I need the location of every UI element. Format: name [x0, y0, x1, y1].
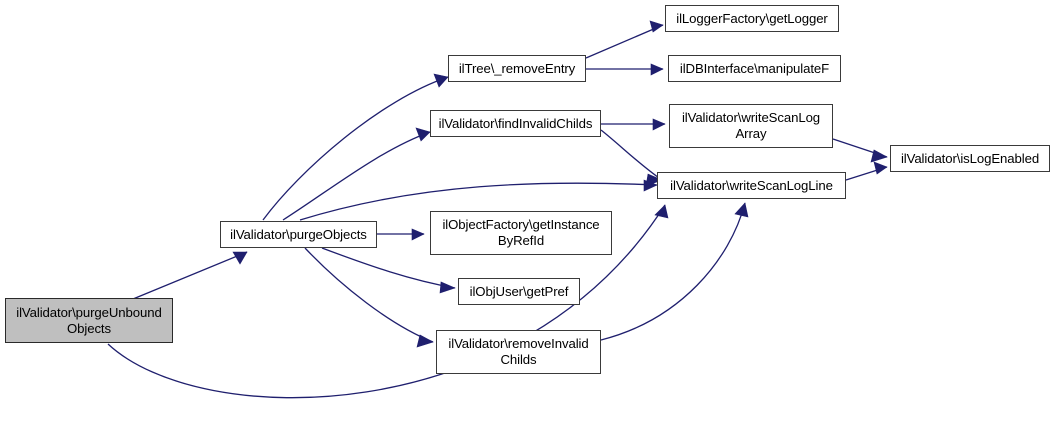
node-findInvalidChilds[interactable]: ilValidator\findInvalidChilds	[430, 110, 601, 137]
edge-e-purge-find	[282, 131, 431, 221]
arrowhead-e-purge-pref	[439, 281, 456, 294]
arrowhead-e-purge-removeinvalid	[416, 334, 434, 348]
node-label-isLogEnabled: ilValidator\isLogEnabled	[900, 150, 1040, 166]
node-label-removeEntry: ilTree\_removeEntry	[458, 60, 576, 76]
node-removeEntry[interactable]: ilTree\_removeEntry	[448, 55, 586, 82]
arrowhead-e-removeentry-logger	[649, 20, 664, 33]
node-label-getInstanceByRefId: ilObjectFactory\getInstance ByRefId	[442, 217, 600, 248]
arrowhead-e-removeinvalid-line	[734, 202, 749, 218]
node-label-purgeObjects: ilValidator\purgeObjects	[230, 226, 367, 242]
arrowhead-e-removeentry-manip	[650, 63, 664, 76]
node-getInstanceByRefId[interactable]: ilObjectFactory\getInstance ByRefId	[430, 211, 612, 255]
arrowhead-e-array-islog	[870, 149, 888, 163]
edge-e-purge-pref	[321, 247, 456, 289]
edge-e-unbound-line	[107, 204, 666, 399]
edge-e-purge-removeentry	[262, 76, 449, 221]
node-manipulateF[interactable]: ilDBInterface\manipulateF	[668, 55, 841, 82]
arrowhead-e-unbound-line	[654, 204, 669, 219]
node-purgeUnboundObjects[interactable]: ilValidator\purgeUnbound Objects	[5, 298, 173, 343]
node-label-writeScanLogArray: ilValidator\writeScanLog Array	[681, 110, 821, 141]
arrowhead-e-purge-removeentry	[433, 73, 449, 88]
edge-e-purge-line	[299, 182, 658, 221]
node-removeInvalidChilds[interactable]: ilValidator\removeInvalid Childs	[436, 330, 601, 374]
node-label-findInvalidChilds: ilValidator\findInvalidChilds	[438, 115, 593, 131]
edges-group	[107, 20, 888, 399]
arrowhead-e-purge-instance	[411, 228, 425, 241]
node-label-purgeUnboundObjects: ilValidator\purgeUnbound Objects	[16, 304, 162, 336]
edge-e-unbound-purge	[132, 251, 248, 300]
node-writeScanLogLine[interactable]: ilValidator\writeScanLogLine	[657, 172, 846, 199]
node-getPref[interactable]: ilObjUser\getPref	[458, 278, 580, 305]
node-getLogger[interactable]: ilLoggerFactory\getLogger	[665, 5, 839, 32]
node-label-removeInvalidChilds: ilValidator\removeInvalid Childs	[448, 336, 589, 367]
arrowhead-e-unbound-purge	[232, 251, 248, 265]
arrowhead-e-find-array	[652, 118, 666, 131]
edge-e-purge-removeinvalid	[304, 247, 434, 343]
arrowhead-e-line-islog	[873, 161, 888, 175]
node-label-getPref: ilObjUser\getPref	[469, 283, 569, 299]
edge-e-find-line	[600, 129, 663, 181]
arrowhead-e-find-line	[645, 173, 663, 187]
node-purgeObjects[interactable]: ilValidator\purgeObjects	[220, 221, 377, 248]
edge-e-removeinvalid-line	[600, 202, 746, 341]
node-label-writeScanLogLine: ilValidator\writeScanLogLine	[670, 177, 833, 193]
node-isLogEnabled[interactable]: ilValidator\isLogEnabled	[890, 145, 1050, 172]
node-label-getLogger: ilLoggerFactory\getLogger	[676, 10, 828, 26]
node-label-manipulateF: ilDBInterface\manipulateF	[679, 60, 830, 76]
node-writeScanLogArray[interactable]: ilValidator\writeScanLog Array	[669, 104, 833, 148]
arrowhead-e-purge-find	[415, 127, 431, 142]
edge-e-removeentry-logger	[585, 24, 664, 59]
